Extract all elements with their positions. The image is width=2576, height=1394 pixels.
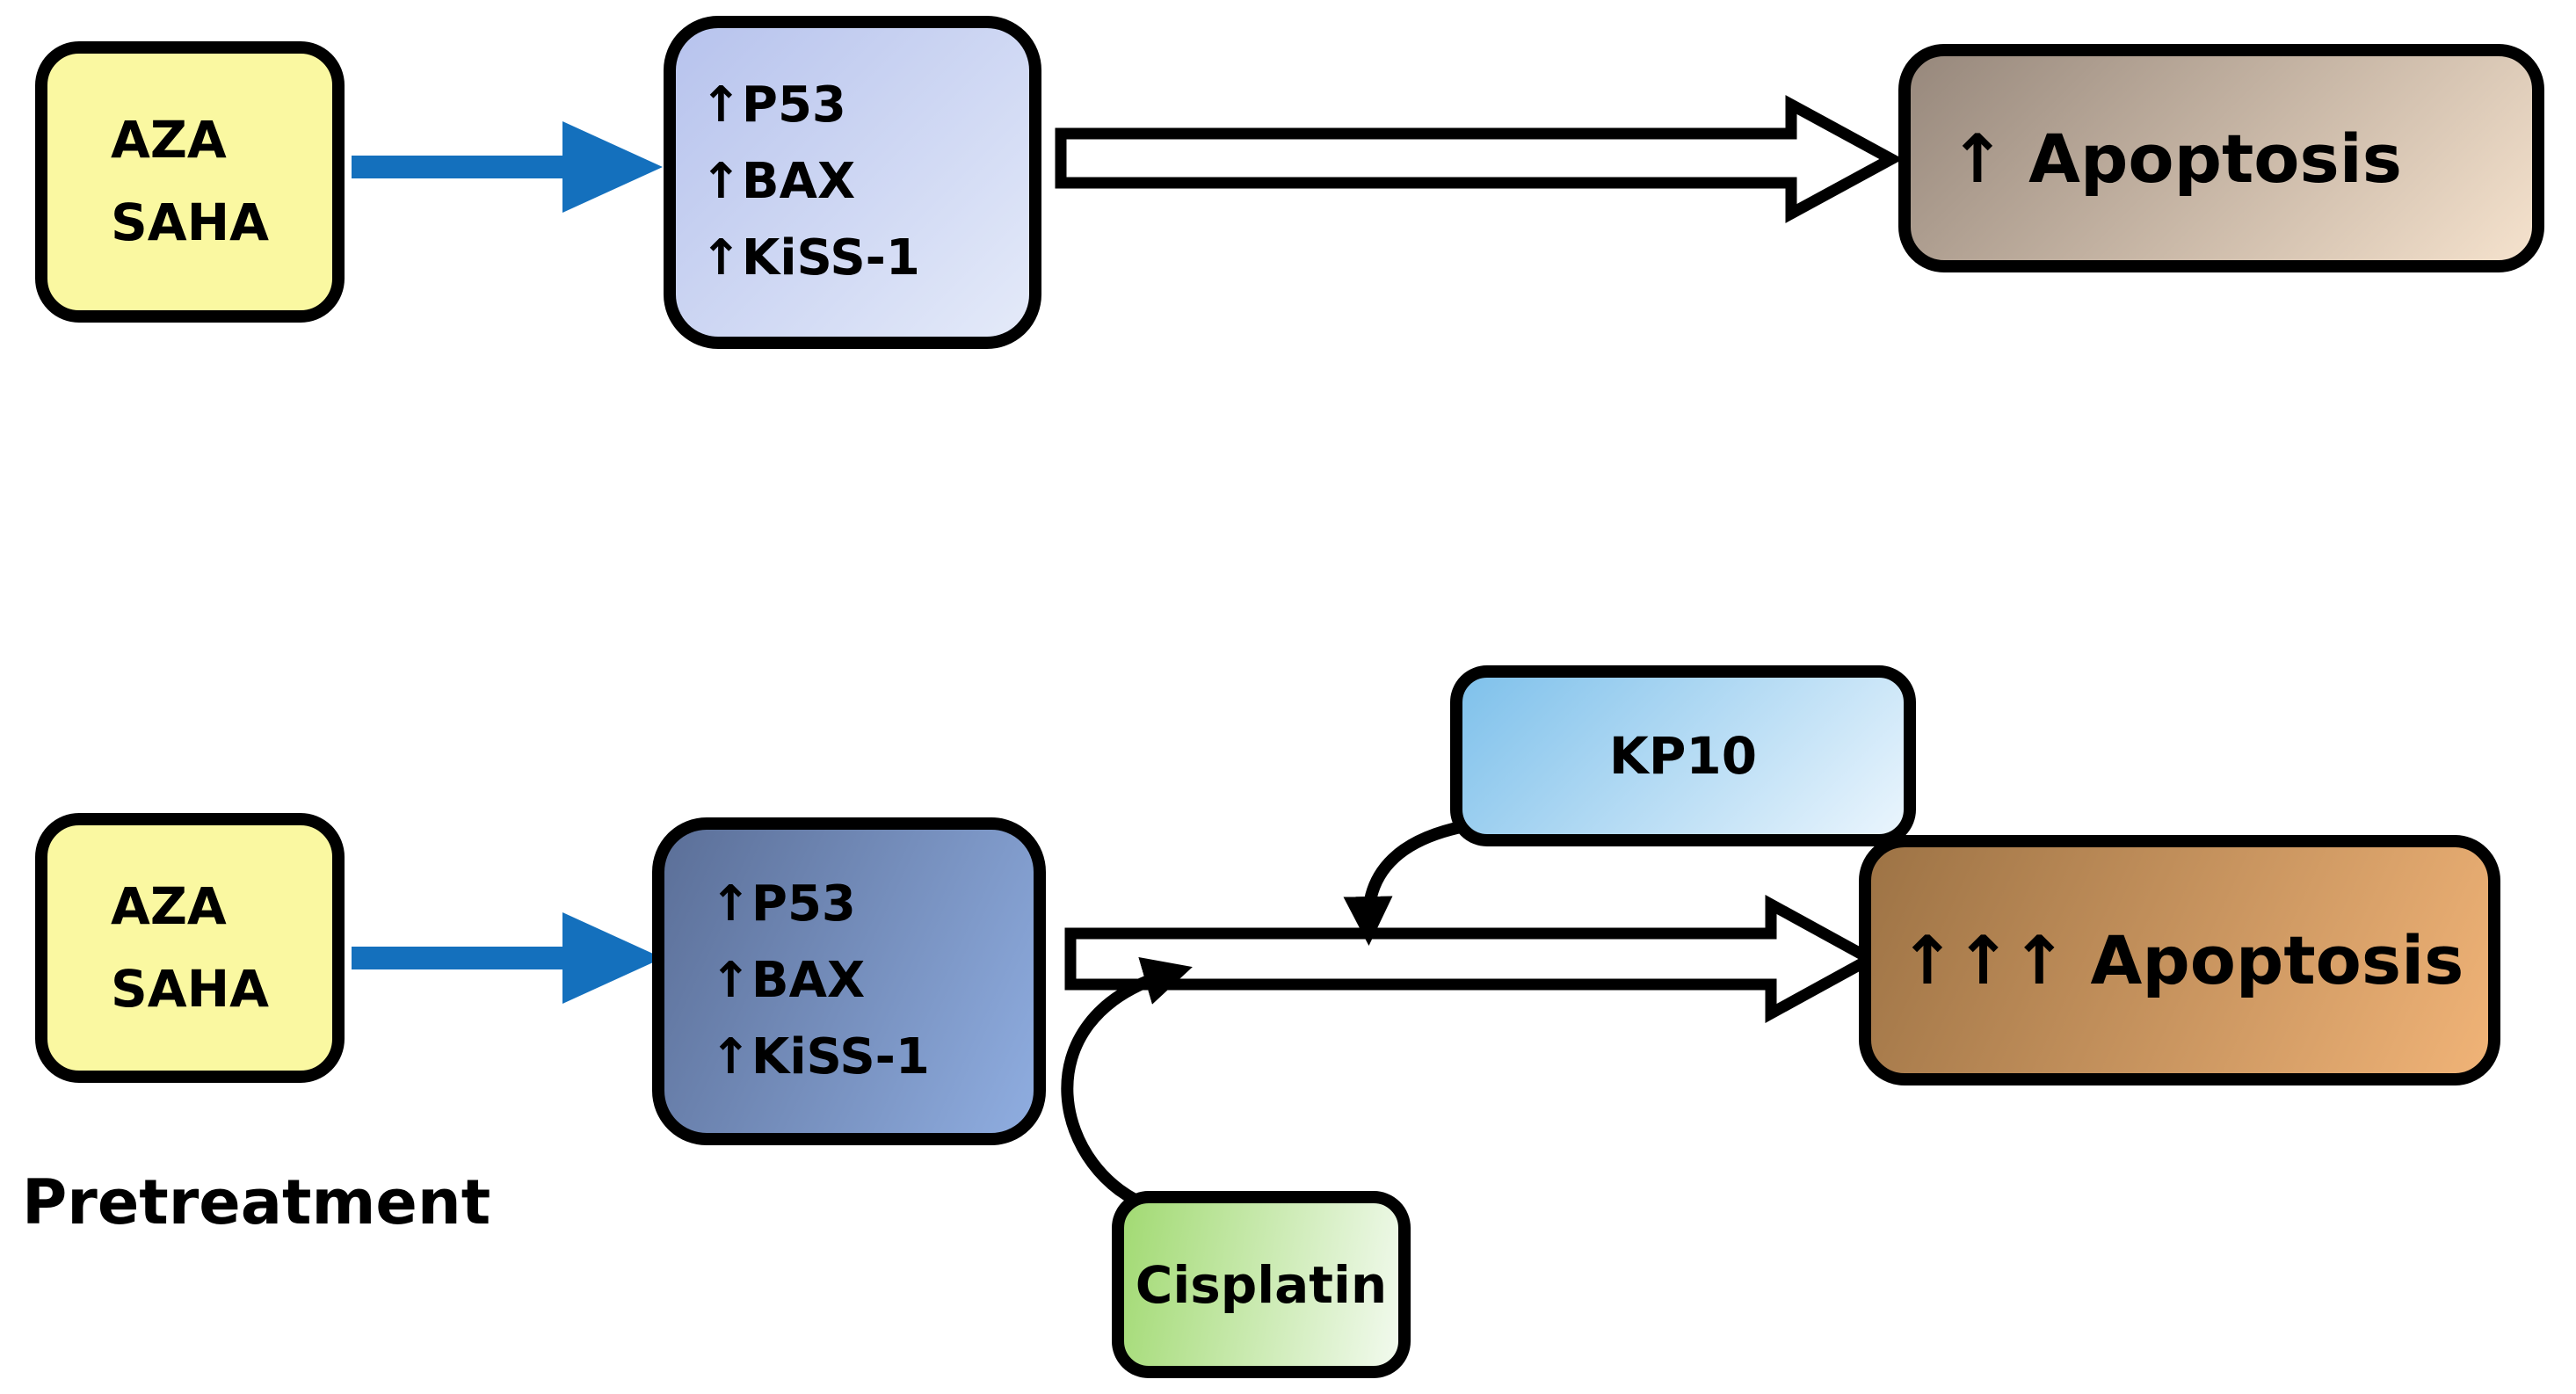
pretreatment-label: Pretreatment bbox=[22, 1166, 491, 1238]
drug-line-saha: SAHA bbox=[110, 958, 270, 1019]
block-arrow-bottom bbox=[1064, 895, 1883, 1023]
effects-box-top: ↑P53 ↑BAX ↑KiSS-1 bbox=[664, 16, 1041, 349]
effects-box-bottom: ↑P53 ↑BAX ↑KiSS-1 bbox=[652, 817, 1046, 1145]
cisplatin-box: Cisplatin bbox=[1112, 1191, 1411, 1378]
apoptosis-label-top: ↑ Apoptosis bbox=[1949, 119, 2403, 198]
kp10-label: KP10 bbox=[1608, 726, 1758, 786]
block-arrow-top bbox=[1055, 95, 1904, 223]
apoptosis-box-bottom: ↑↑↑ Apoptosis bbox=[1859, 835, 2500, 1085]
effect-line-bax: ↑BAX bbox=[710, 952, 866, 1010]
blue-arrow-bottom bbox=[352, 912, 663, 1004]
apoptosis-box-top: ↑ Apoptosis bbox=[1898, 44, 2544, 272]
effects-label-bottom: ↑P53 ↑BAX ↑KiSS-1 bbox=[710, 867, 930, 1095]
kp10-box: KP10 bbox=[1450, 665, 1916, 846]
effect-line-p53: ↑P53 bbox=[700, 76, 846, 134]
drug-line-aza: AZA bbox=[110, 110, 227, 171]
aza-saha-label-top: AZA SAHA bbox=[111, 99, 269, 265]
effects-label-top: ↑P53 ↑BAX ↑KiSS-1 bbox=[700, 68, 920, 296]
effect-line-p53: ↑P53 bbox=[710, 875, 856, 933]
drug-line-saha: SAHA bbox=[110, 192, 270, 252]
blue-arrow-top bbox=[352, 121, 663, 213]
apoptosis-label-bottom: ↑↑↑ Apoptosis bbox=[1899, 921, 2464, 999]
kp10-curve-arrow bbox=[1343, 818, 1477, 946]
cisplatin-curve-arrow bbox=[1061, 956, 1193, 1214]
effect-line-bax: ↑BAX bbox=[700, 153, 856, 211]
drug-line-aza: AZA bbox=[110, 875, 227, 936]
effect-line-kiss1: ↑KiSS-1 bbox=[710, 1027, 930, 1085]
effect-line-kiss1: ↑KiSS-1 bbox=[700, 229, 920, 287]
aza-saha-box-top: AZA SAHA bbox=[35, 41, 345, 323]
aza-saha-label-bottom: AZA SAHA bbox=[111, 866, 269, 1031]
cisplatin-label: Cisplatin bbox=[1135, 1254, 1388, 1315]
aza-saha-box-bottom: AZA SAHA bbox=[35, 813, 345, 1083]
